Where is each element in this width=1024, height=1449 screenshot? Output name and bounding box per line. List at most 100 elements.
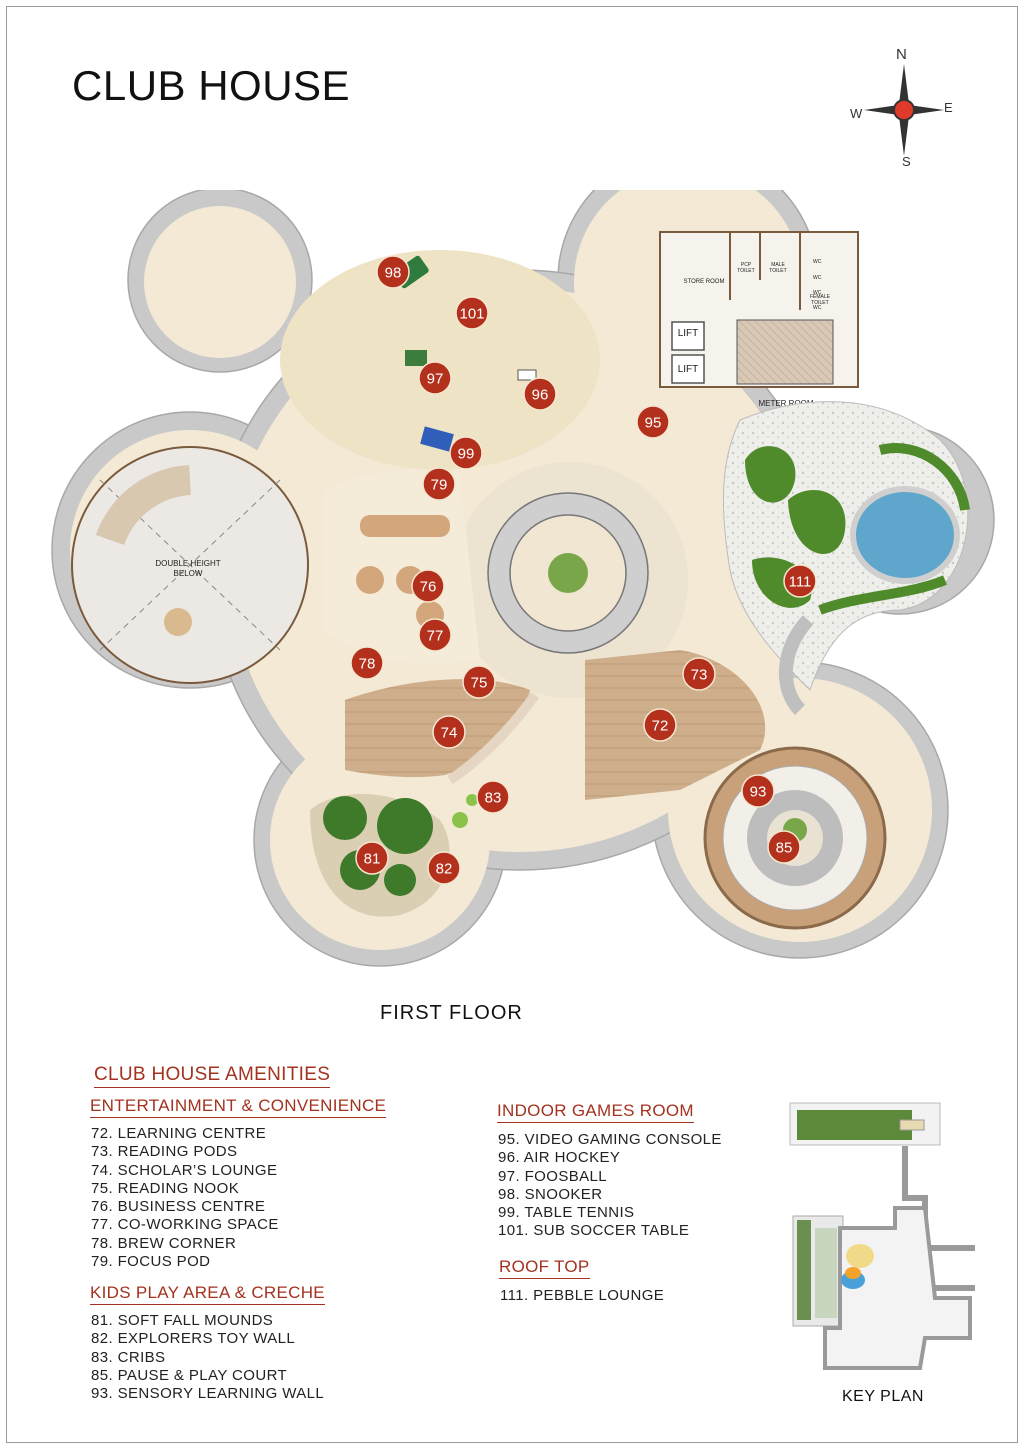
marker-label: 95 — [645, 415, 662, 432]
marker-label: 76 — [420, 579, 437, 596]
list-item: 79. FOCUS POD — [91, 1253, 211, 1271]
list-item: 83. CRIBS — [91, 1348, 166, 1366]
list-item: 82. EXPLORERS TOY WALL — [91, 1330, 296, 1348]
compass-north: N — [896, 46, 907, 63]
female-toilet-label-2: TOILET — [811, 300, 828, 306]
marker-label: 96 — [532, 387, 549, 404]
wc-label-3: WC — [813, 290, 822, 296]
marker-label: 101 — [459, 306, 484, 323]
marker-79: 79 — [422, 467, 456, 501]
marker-111: 111 — [783, 564, 817, 598]
marker-label: 83 — [485, 790, 502, 807]
marker-label: 78 — [359, 656, 376, 673]
list-item: 96. AIR HOCKEY — [498, 1149, 621, 1167]
page-frame — [6, 6, 1018, 1443]
double-height-area: DOUBLE HEIGHT BELOW — [71, 446, 309, 684]
marker-98: 98 — [376, 255, 410, 289]
marker-74: 74 — [432, 715, 466, 749]
marker-label: 79 — [431, 477, 448, 494]
marker-label: 98 — [385, 265, 402, 282]
air-hockey-table-icon — [517, 369, 537, 381]
compass: N S E W — [848, 42, 958, 172]
rooftop-heading: ROOF TOP — [499, 1257, 590, 1279]
games-heading: INDOOR GAMES ROOM — [497, 1101, 694, 1123]
kids-heading: KIDS PLAY AREA & CRECHE — [90, 1283, 325, 1305]
list-item: 111. PEBBLE LOUNGE — [500, 1287, 665, 1304]
double-height-label-2: BELOW — [174, 569, 203, 578]
key-plan-label: KEY PLAN — [842, 1388, 924, 1405]
marker-77: 77 — [418, 618, 452, 652]
marker-label: 77 — [427, 628, 444, 645]
marker-label: 72 — [652, 718, 669, 735]
marker-99: 99 — [449, 436, 483, 470]
marker-label: 111 — [789, 574, 812, 591]
service-block: LIFT LIFT STORE ROOM PCP TOILET MALE TOI… — [659, 231, 859, 408]
list-item: 78. BREW CORNER — [91, 1234, 237, 1252]
table-tennis-icon — [420, 426, 454, 452]
list-item: 72. LEARNING CENTRE — [91, 1125, 267, 1142]
list-item: 98. SNOOKER — [498, 1185, 603, 1203]
marker-78: 78 — [350, 646, 384, 680]
compass-rose-icon — [864, 64, 944, 156]
marker-label: 82 — [436, 861, 453, 878]
list-item: 74. SCHOLAR’S LOUNGE — [91, 1161, 278, 1179]
list-item: 73. READING PODS — [91, 1143, 238, 1161]
compass-west: W — [850, 106, 863, 121]
amenity-markers: 98 101 97 96 95 99 79 76 77 78 75 74 73 72 83 93 85 81 82 1… — [350, 255, 817, 885]
list-item: 99. TABLE TENNIS — [498, 1204, 635, 1222]
marker-82: 82 — [427, 851, 461, 885]
floor-plan: DOUBLE HEIGHT BELOW LIFT LIFT STORE ROOM… — [51, 190, 995, 967]
lift-label-2: LIFT — [678, 364, 699, 375]
marker-95: 95 — [636, 405, 670, 439]
marker-label: 75 — [471, 675, 488, 692]
marker-72: 72 — [643, 708, 677, 742]
wc-label-4: WC — [813, 305, 822, 311]
compass-south: S — [902, 154, 911, 169]
marker-83: 83 — [476, 780, 510, 814]
list-item: 76. BUSINESS CENTRE — [91, 1198, 266, 1216]
list-item: 93. SENSORY LEARNING WALL — [91, 1385, 325, 1403]
marker-label: 85 — [776, 840, 793, 857]
marker-label: 81 — [364, 851, 381, 868]
central-stair — [452, 462, 688, 698]
list-item: 75. READING NOOK — [91, 1179, 240, 1197]
key-plan-map — [789, 1102, 975, 1370]
list-item: 101. SUB SOCCER TABLE — [498, 1222, 690, 1240]
list-item: 95. VIDEO GAMING CONSOLE — [498, 1131, 722, 1148]
pebble-lounge-garden — [722, 401, 970, 715]
business-centre-area — [325, 470, 480, 664]
wc-label-2: WC — [813, 275, 822, 281]
list-item: 81. SOFT FALL MOUNDS — [91, 1312, 274, 1329]
page-title: CLUB HOUSE — [72, 62, 351, 109]
female-toilet-label: FEMALE — [810, 294, 831, 300]
double-height-label: DOUBLE HEIGHT — [155, 559, 220, 568]
marker-76: 76 — [411, 569, 445, 603]
list-item: 97. FOOSBALL — [498, 1167, 608, 1185]
marker-label: 93 — [750, 784, 767, 801]
marker-85: 85 — [767, 830, 801, 864]
marker-96: 96 — [523, 377, 557, 411]
store-room-label: STORE ROOM — [684, 279, 725, 285]
pcp-toilet-label-2: TOILET — [737, 268, 754, 274]
marker-101: 101 — [455, 296, 489, 330]
pcp-toilet-label: PCP — [741, 262, 752, 268]
floor-label: FIRST FLOOR — [380, 1002, 523, 1024]
marker-label: 97 — [427, 371, 444, 388]
marker-label: 74 — [441, 725, 458, 742]
marker-label: 99 — [458, 446, 475, 463]
foosball-table-icon — [405, 350, 427, 366]
male-toilet-label: MALE — [771, 262, 785, 268]
meter-room-label: METER ROOM — [758, 399, 813, 408]
list-item: 77. CO-WORKING SPACE — [91, 1216, 279, 1234]
games-room-floor — [280, 250, 600, 470]
marker-81: 81 — [355, 841, 389, 875]
marker-73: 73 — [682, 657, 716, 691]
lift-label-1: LIFT — [678, 328, 699, 339]
wc-label-1: WC — [813, 259, 822, 265]
list-item: 85. PAUSE & PLAY COURT — [91, 1366, 288, 1384]
compass-east: E — [944, 100, 953, 115]
entertainment-heading: ENTERTAINMENT & CONVENIENCE — [90, 1096, 387, 1118]
